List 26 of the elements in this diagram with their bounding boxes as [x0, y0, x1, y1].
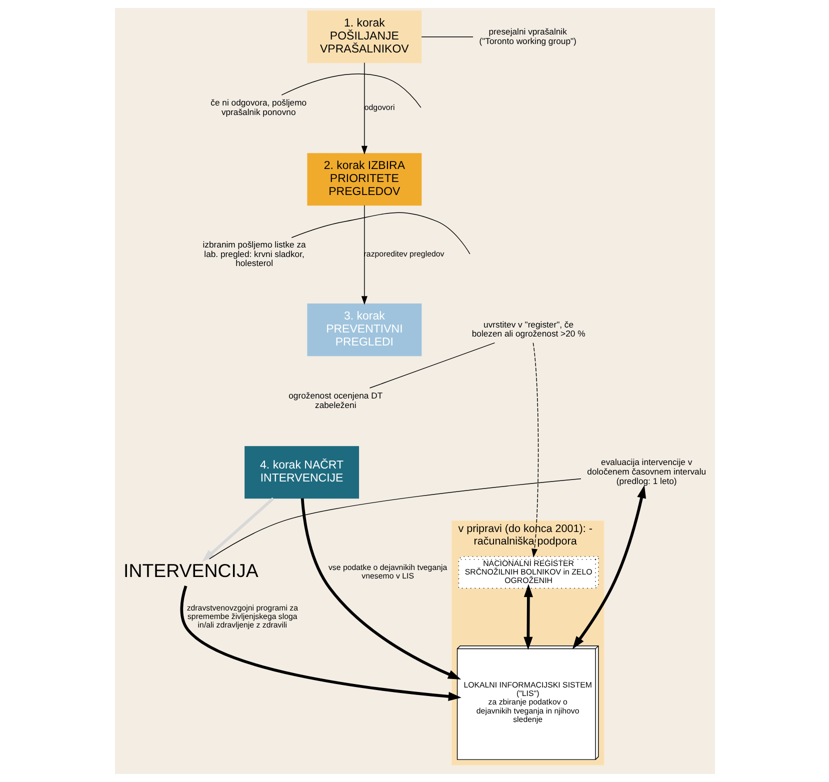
node-text: ogroženost ocenjena DT zabeleženi [288, 390, 382, 410]
node-box: 3. korak PREVENTIVNI PREGLEDI [306, 304, 422, 356]
arrow [360, 205, 367, 305]
arrow [201, 497, 274, 562]
node-box: 4. korak NAČRT INTERVENCIJE [244, 446, 359, 499]
connector [368, 342, 495, 388]
arrow [360, 62, 367, 154]
arrow [180, 586, 461, 701]
arrow [572, 485, 646, 650]
node-box: 1. korak POŠILJANJE VPRAŠALNIKOV [306, 10, 422, 64]
node-text: presejalni vprašalnik ("Toronto working group") [478, 26, 576, 46]
node-text: uvrstitev v "register", če bolezen ali ogroženost >20 % [471, 319, 585, 339]
connector [280, 74, 421, 108]
node-text: če ni odgovora, pošljemo vprašalnik ponovno [210, 98, 306, 118]
arrow [300, 498, 461, 680]
connector [420, 36, 473, 38]
node-text: izbranim pošljemo listke za lab. pregled: krvni sladkor, holesterol [202, 239, 306, 268]
edge-label: vse podatke o dejavnikih tveganja vnesemo v LIS [328, 563, 447, 581]
arrow [523, 584, 532, 650]
arrow [531, 342, 538, 558]
node-box: 2. korak IZBIRA PRIORITETE PREGLEDOV [306, 153, 422, 206]
connector [208, 478, 581, 560]
node-text: evaluacija intervencije v določenem časovnem intervalu (predlog: 1 leto) [586, 457, 706, 486]
node-text: INTERVENCIJA [123, 560, 258, 581]
edge-label: zdravstvenovzgojni programi za spremembe življenjskega sloga in/ali zdravljenje z zdravili [186, 603, 298, 630]
connector [290, 212, 470, 254]
